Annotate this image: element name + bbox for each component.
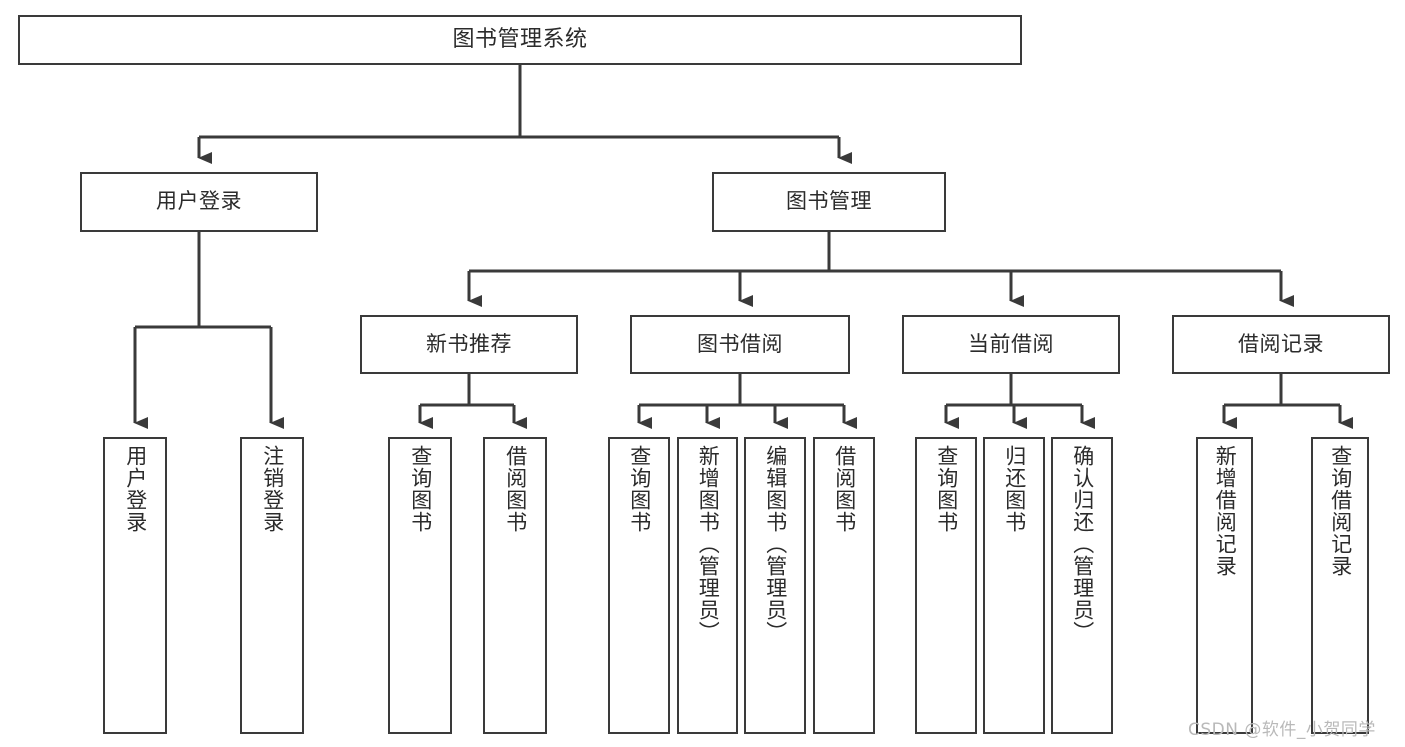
leaf-current-borrow-return[interactable]: 归还图书: [983, 437, 1045, 734]
node-label: 用户登录: [156, 189, 242, 214]
node-label: 查询借阅记录: [1328, 445, 1353, 577]
node-label: 确认归还（管理员）: [1070, 445, 1095, 643]
node-label: 新增图书（管理员）: [696, 445, 721, 643]
leaf-book-borrow-lend[interactable]: 借阅图书: [813, 437, 875, 734]
node-label: 借阅记录: [1238, 331, 1324, 356]
node-label: 新书推荐: [426, 331, 512, 356]
leaf-current-borrow-confirm-return[interactable]: 确认归还（管理员）: [1051, 437, 1113, 734]
node-label: 查询图书: [408, 445, 433, 533]
node-label: 用户登录: [123, 445, 148, 533]
node-book-borrow[interactable]: 图书借阅: [630, 315, 850, 374]
leaf-user-login-logout[interactable]: 注销登录: [240, 437, 304, 734]
node-label: 借阅图书: [503, 445, 528, 533]
node-book-management[interactable]: 图书管理: [712, 172, 946, 232]
node-label: 图书管理: [786, 189, 872, 214]
leaf-book-borrow-query[interactable]: 查询图书: [608, 437, 670, 734]
leaf-new-book-borrow[interactable]: 借阅图书: [483, 437, 547, 734]
node-label: 图书管理系统: [452, 27, 588, 53]
node-current-borrow[interactable]: 当前借阅: [902, 315, 1120, 374]
node-label: 查询图书: [627, 445, 652, 533]
leaf-book-borrow-add[interactable]: 新增图书（管理员）: [677, 437, 738, 734]
node-new-book-recommend[interactable]: 新书推荐: [360, 315, 578, 374]
node-label: 注销登录: [260, 445, 285, 533]
leaf-borrow-record-query[interactable]: 查询借阅记录: [1311, 437, 1369, 734]
node-label: 当前借阅: [968, 331, 1054, 356]
leaf-book-borrow-edit[interactable]: 编辑图书（管理员）: [744, 437, 806, 734]
node-label: 借阅图书: [832, 445, 857, 533]
node-label: 查询图书: [934, 445, 959, 533]
node-label: 归还图书: [1002, 445, 1027, 533]
leaf-borrow-record-add[interactable]: 新增借阅记录: [1196, 437, 1253, 734]
node-borrow-record[interactable]: 借阅记录: [1172, 315, 1390, 374]
leaf-current-borrow-query[interactable]: 查询图书: [915, 437, 977, 734]
node-label: 图书借阅: [697, 331, 783, 356]
node-label: 新增借阅记录: [1213, 445, 1238, 577]
node-user-login[interactable]: 用户登录: [80, 172, 318, 232]
leaf-new-book-query[interactable]: 查询图书: [388, 437, 452, 734]
node-label: 编辑图书（管理员）: [763, 445, 788, 643]
node-root-system[interactable]: 图书管理系统: [18, 15, 1022, 65]
leaf-user-login-signin[interactable]: 用户登录: [103, 437, 167, 734]
